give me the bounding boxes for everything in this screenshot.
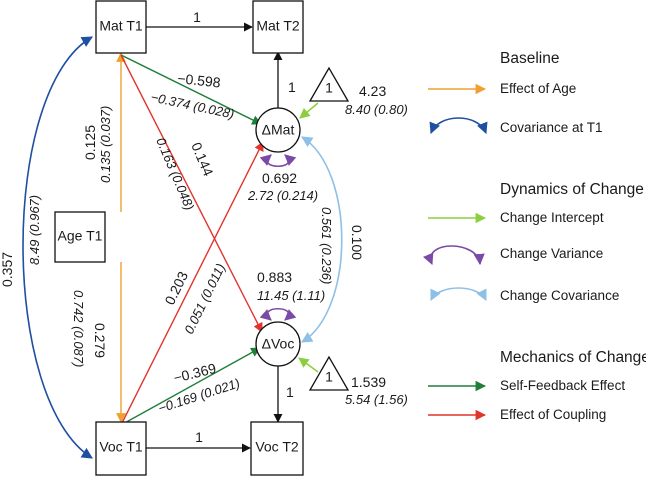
node-voc-t2: Voc T2 (250, 421, 304, 476)
node-delta-voc: ΔVoc (255, 321, 301, 367)
label-covariance-t1-est: 8.49 (0.967) (27, 195, 42, 265)
edge-coupling-voc-to-dmat (120, 141, 264, 426)
label-age-to-mat: 0.125 (82, 125, 98, 160)
label-age-to-voc-est: 0.742 (0.087) (71, 290, 86, 367)
edge-coupling-mat-to-dvoc (120, 54, 263, 333)
node-voc-t1: Voc T1 (95, 421, 147, 476)
edge-dvoc-intercept (298, 357, 319, 373)
node-mat-t1-label: Mat T1 (99, 18, 143, 34)
label-dmat-variance-est: 2.72 (0.214) (247, 188, 318, 203)
const-top-label: 1 (325, 80, 333, 96)
const-triangle-top: 1 (308, 66, 350, 102)
legend-change-variance: Change Variance (500, 246, 603, 261)
node-age-t1-label: Age T1 (58, 228, 103, 244)
label-change-covariance-est: 0.561 (0.236) (319, 207, 334, 284)
node-mat-t2: Mat T2 (252, 0, 304, 54)
label-dvoc-intercept: 1.539 (351, 374, 386, 390)
label-mat-t1-to-t2: 1 (193, 9, 201, 25)
legend-change-covariance: Change Covariance (500, 288, 619, 303)
label-dvoc-variance-est: 11.45 (1.11) (257, 288, 325, 303)
label-dmat-variance: 0.692 (262, 170, 297, 186)
node-mat-t1: Mat T1 (95, 0, 147, 54)
const-bottom-label: 1 (325, 369, 333, 385)
label-dmat-to-mat-t2: 1 (288, 79, 296, 95)
legend-baseline-heading: Baseline (500, 50, 559, 67)
legend-effect-of-coupling: Effect of Coupling (500, 407, 606, 422)
legend-change-variance-arrow (422, 245, 485, 266)
label-dvoc-intercept-est: 5.54 (1.56) (345, 392, 408, 407)
legend-mechanics-heading: Mechanics of Change (500, 349, 646, 366)
node-mat-t2-label: Mat T2 (256, 18, 300, 34)
node-voc-t1-label: Voc T1 (99, 439, 143, 455)
label-age-to-mat-est: 0.135 (0.037) (98, 106, 113, 183)
label-dmat-intercept: 4.23 (359, 83, 386, 99)
label-voc-t1-to-t2: 1 (195, 429, 203, 445)
label-mat-self-feedback: −0.598 (177, 70, 222, 90)
label-age-to-voc: 0.279 (92, 323, 108, 358)
label-dvoc-to-voc-t2: 1 (286, 384, 294, 400)
label-dvoc-variance: 0.883 (257, 269, 292, 285)
label-coupling-mat-to-dvoc: 0.144 (188, 140, 217, 179)
label-coupling-voc-to-dmat: 0.203 (161, 269, 191, 308)
legend-self-feedback-effect: Self-Feedback Effect (500, 378, 625, 393)
label-coupling-voc-to-dmat-est: 0.051 (0.011) (181, 261, 228, 336)
label-covariance-t1: 0.357 (0, 252, 15, 287)
label-mat-self-feedback-est: −0.374 (0.028) (149, 89, 235, 121)
edge-dmat-intercept (299, 102, 319, 119)
edge-dvoc-variance (259, 307, 297, 321)
edge-change-covariance (301, 136, 343, 343)
legend-effect-of-age: Effect of Age (500, 81, 576, 96)
legend-dynamics-heading: Dynamics of Change (500, 181, 644, 198)
node-age-t1: Age T1 (54, 211, 106, 263)
node-delta-mat-label: ΔMat (262, 122, 295, 138)
node-voc-t2-label: Voc T2 (255, 439, 299, 455)
node-delta-voc-label: ΔVoc (262, 336, 295, 352)
label-change-covariance: 0.100 (349, 225, 365, 260)
edge-mat-self-feedback (120, 54, 262, 125)
edge-dmat-variance (259, 154, 297, 168)
edge-covariance-t1 (22, 36, 93, 459)
edge-voc-self-feedback (120, 347, 261, 426)
node-delta-mat: ΔMat (255, 107, 301, 153)
label-dmat-intercept-est: 8.40 (0.80) (345, 102, 408, 117)
const-triangle-bottom: 1 (308, 355, 350, 391)
legend-covariance-t1-arrow (429, 117, 488, 135)
legend-covariance-at-t1: Covariance at T1 (500, 120, 603, 135)
legend: Baseline Effect of Age Covariance at T1 … (422, 50, 646, 422)
label-voc-self-feedback: −0.369 (172, 360, 218, 386)
legend-change-intercept: Change Intercept (500, 210, 604, 225)
legend-change-covariance-arrow (430, 287, 487, 302)
